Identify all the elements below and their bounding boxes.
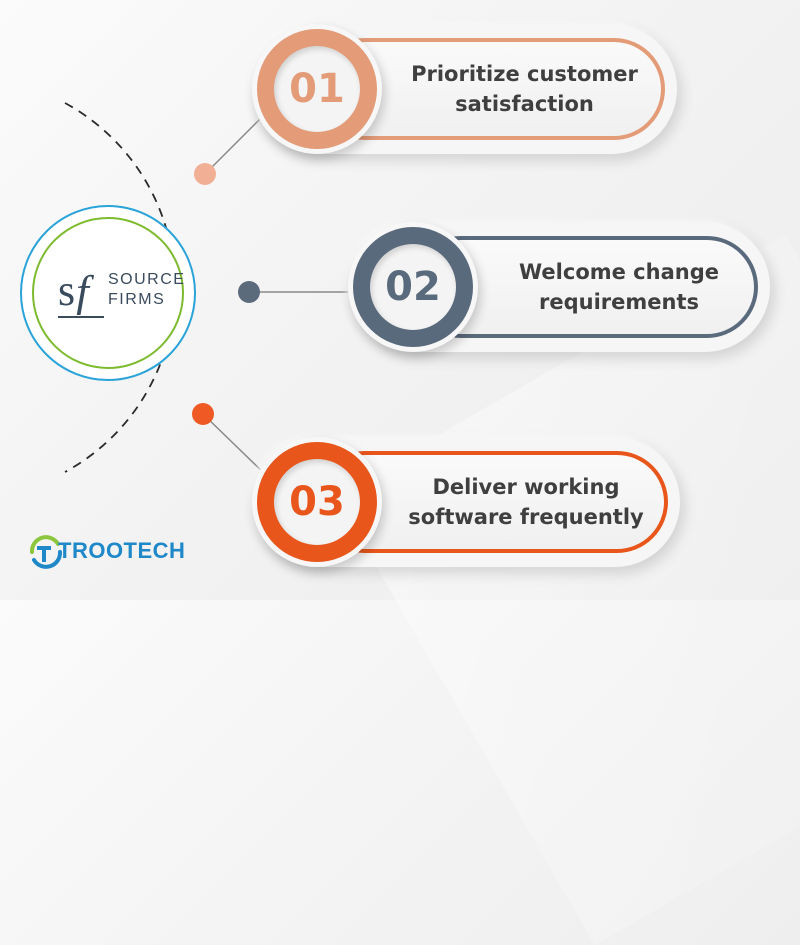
step-text-line1: Prioritize customer [411, 62, 638, 86]
trootech-mark-icon [30, 535, 62, 569]
step-text: Prioritize customer satisfaction [392, 24, 657, 154]
svg-text:s: s [58, 266, 75, 315]
svg-text:f: f [76, 266, 95, 315]
logo-inner-ring [32, 217, 184, 369]
step-text: Welcome change requirements [488, 222, 750, 352]
connector-line-1 [204, 114, 265, 175]
logo-underline [58, 316, 104, 318]
step-card-3: 03 Deliver working software frequently [252, 437, 680, 567]
step-card-1: 01 Prioritize customer satisfaction [252, 24, 677, 154]
step-number: 03 [274, 459, 360, 545]
connector-dot-2 [238, 281, 260, 303]
step-badge-ring: 02 [348, 222, 478, 352]
step-number: 01 [274, 46, 360, 132]
step-text: Deliver working software frequently [392, 437, 660, 567]
brand-name: TROOTECH [58, 538, 186, 563]
connector-dot-3 [192, 403, 214, 425]
step-number: 02 [370, 244, 456, 330]
source-firms-logo: s f SOURCE FIRMS [20, 205, 196, 381]
connector-dot-1 [194, 163, 216, 185]
step-text-line2: software frequently [408, 505, 644, 529]
logo-text-line2: FIRMS [108, 291, 166, 308]
step-text-line1: Deliver working [432, 475, 620, 499]
step-badge-ring: 03 [252, 437, 382, 567]
step-badge-ring: 01 [252, 24, 382, 154]
step-card-2: 02 Welcome change requirements [348, 222, 770, 352]
logo-text-line1: SOURCE [108, 271, 186, 288]
step-text-line2: requirements [539, 290, 699, 314]
step-text-line2: satisfaction [455, 92, 594, 116]
sf-monogram-icon: s f [58, 266, 95, 315]
trootech-logo: TROOTECH [28, 532, 188, 572]
connector-line-3 [202, 413, 269, 478]
step-text-line1: Welcome change [519, 260, 719, 284]
